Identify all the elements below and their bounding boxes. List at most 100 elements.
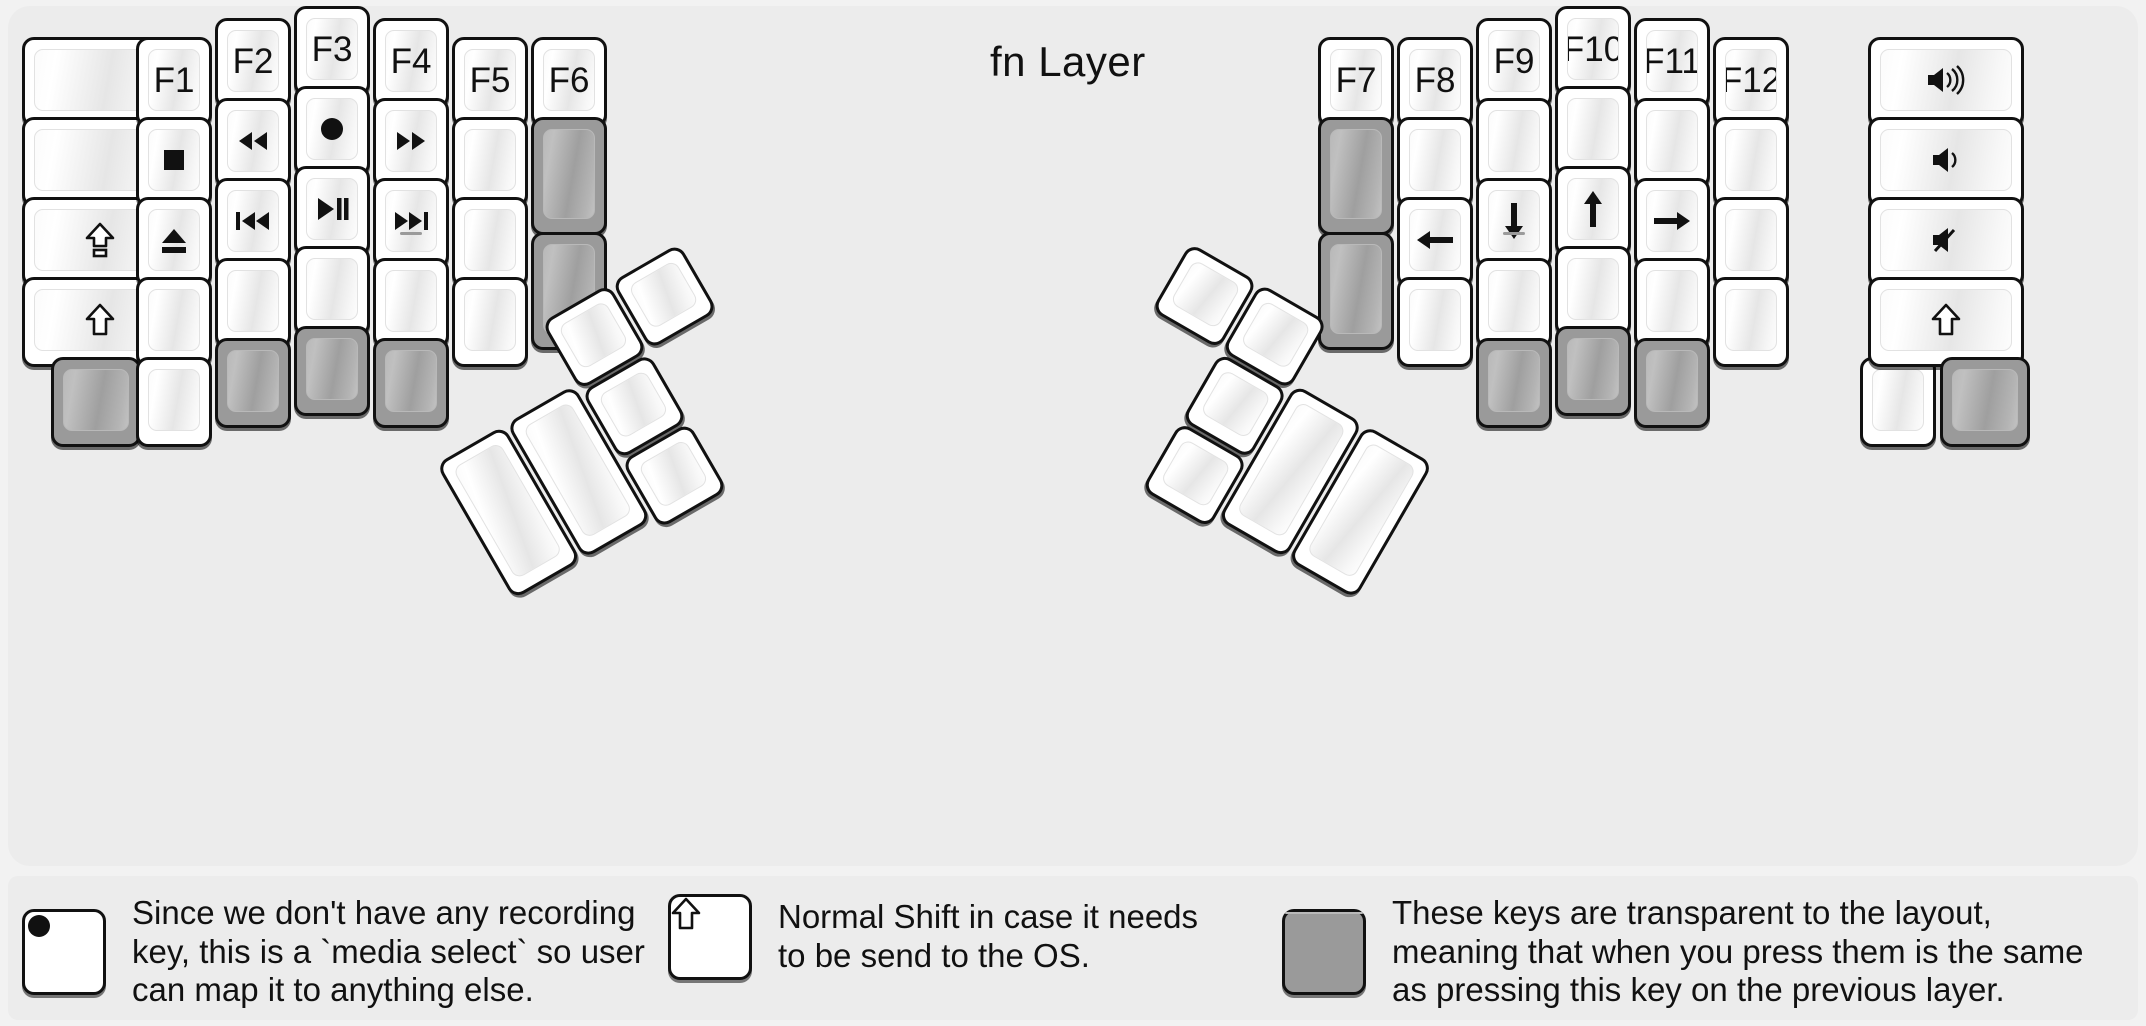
keycap-face: F9 — [1488, 30, 1540, 92]
keycap-face — [1567, 178, 1619, 240]
keycap-face — [227, 350, 279, 412]
key-left-c3-r1[interactable] — [294, 86, 370, 176]
keycap-face — [1409, 129, 1461, 191]
key-right-c1-r0-f8[interactable]: F8 — [1397, 37, 1473, 127]
media-record-icon — [318, 115, 346, 143]
key-left-c6-r1-transparent[interactable] — [531, 117, 607, 235]
key-right-c2-r0-f9[interactable]: F9 — [1476, 18, 1552, 108]
key-right-c3-r1[interactable] — [1555, 86, 1631, 176]
keycap-face — [1646, 350, 1698, 412]
keycap-face — [1488, 190, 1540, 252]
keycap-face — [1567, 258, 1619, 320]
legend-panel — [8, 876, 2138, 1020]
key-label: F6 — [548, 60, 590, 100]
media-play-pause-icon — [315, 196, 349, 222]
key-right-c0-r0-f7[interactable]: F7 — [1318, 37, 1394, 127]
key-right-c1-r2[interactable] — [1397, 197, 1473, 287]
key-right-c6-r1[interactable] — [1868, 117, 2024, 207]
key-right-c2-r1[interactable] — [1476, 98, 1552, 188]
key-right-c6-r2[interactable] — [1868, 197, 2024, 287]
media-rewind-icon — [236, 129, 270, 153]
key-right-c5-r3[interactable] — [1713, 277, 1789, 367]
key-left-c3-r4-transparent[interactable] — [294, 326, 370, 416]
key-left-c1-r4[interactable] — [136, 357, 212, 447]
legend-item-shift: Normal Shift in case it needs to be send… — [668, 894, 1198, 980]
key-right-c6-r0[interactable] — [1868, 37, 2024, 127]
key-left-c4-r1[interactable] — [373, 98, 449, 188]
keycap-face — [1409, 289, 1461, 351]
key-right-c4-r1[interactable] — [1634, 98, 1710, 188]
keycap-face: F5 — [464, 49, 516, 111]
key-right-c5-r1[interactable] — [1713, 117, 1789, 207]
key-right-c5-r2[interactable] — [1713, 197, 1789, 287]
key-left-c5-r2[interactable] — [452, 197, 528, 287]
key-right-c3-r4-transparent[interactable] — [1555, 326, 1631, 416]
key-right-c0-r2-transparent[interactable] — [1318, 232, 1394, 350]
keycap-face — [306, 258, 358, 320]
key-right-c5-r4[interactable] — [1860, 357, 1936, 447]
key-left-c5-r3[interactable] — [452, 277, 528, 367]
shift-icon — [671, 897, 749, 931]
keycap-face — [148, 289, 200, 351]
keycap-face — [1952, 369, 2018, 431]
key-left-c2-r4-transparent[interactable] — [215, 338, 291, 428]
keycap-face — [385, 350, 437, 412]
keycap-face: F11 — [1646, 30, 1698, 92]
homing-bar — [400, 232, 422, 235]
key-left-c4-r3[interactable] — [373, 258, 449, 348]
key-left-c2-r2[interactable] — [215, 178, 291, 268]
keycap-face — [306, 178, 358, 240]
key-right-c4-r0-f11[interactable]: F11 — [1634, 18, 1710, 108]
key-right-c3-r2[interactable] — [1555, 166, 1631, 256]
key-left-c3-r3[interactable] — [294, 246, 370, 336]
key-left-c3-r0-f3[interactable]: F3 — [294, 6, 370, 96]
key-left-c4-r2[interactable] — [373, 178, 449, 268]
legend-text-transparent: These keys are transparent to the layout… — [1392, 894, 2084, 1009]
key-right-c6-r4-transparent[interactable] — [1940, 357, 2030, 447]
key-left-c5-r0-f5[interactable]: F5 — [452, 37, 528, 127]
key-label: F8 — [1414, 60, 1456, 100]
key-left-c3-r2[interactable] — [294, 166, 370, 256]
shift-icon — [1931, 303, 1961, 337]
key-right-c1-r1[interactable] — [1397, 117, 1473, 207]
key-left-c2-r1[interactable] — [215, 98, 291, 188]
key-left-c5-r1[interactable] — [452, 117, 528, 207]
keycap-face — [1880, 129, 2012, 191]
key-left-c4-r0-f4[interactable]: F4 — [373, 18, 449, 108]
key-left-c1-r0-f1[interactable]: F1 — [136, 37, 212, 127]
key-right-c4-r3[interactable] — [1634, 258, 1710, 348]
key-right-c4-r4-transparent[interactable] — [1634, 338, 1710, 428]
keycap-face — [1285, 911, 1363, 914]
key-right-c3-r3[interactable] — [1555, 246, 1631, 336]
keycap-face — [227, 270, 279, 332]
key-left-c2-r0-f2[interactable]: F2 — [215, 18, 291, 108]
key-label: F11 — [1646, 41, 1698, 81]
keycap-face — [25, 912, 103, 940]
key-left-c4-r4-transparent[interactable] — [373, 338, 449, 428]
key-right-c6-r3[interactable] — [1868, 277, 2024, 367]
key-left-c1-r1[interactable] — [136, 117, 212, 207]
key-left-c0-r4-transparent[interactable] — [51, 357, 141, 447]
key-left-c2-r3[interactable] — [215, 258, 291, 348]
key-right-c3-r0-f10[interactable]: F10 — [1555, 6, 1631, 96]
key-label: F9 — [1493, 41, 1535, 81]
keycap-face — [1567, 338, 1619, 400]
key-right-c2-r2[interactable] — [1476, 178, 1552, 268]
media-prev-track-icon — [234, 209, 272, 233]
key-left-c1-r2[interactable] — [136, 197, 212, 287]
key-left-c1-r3[interactable] — [136, 277, 212, 367]
key-right-c1-r3[interactable] — [1397, 277, 1473, 367]
arrow-up-icon — [1580, 189, 1606, 229]
key-right-c5-r0-f12[interactable]: F12 — [1713, 37, 1789, 127]
keycap-face — [1488, 350, 1540, 412]
keycap-face — [148, 369, 200, 431]
key-right-c2-r3[interactable] — [1476, 258, 1552, 348]
key-right-c2-r4-transparent[interactable] — [1476, 338, 1552, 428]
key-right-c0-r1-transparent[interactable] — [1318, 117, 1394, 235]
key-left-c6-r0-f6[interactable]: F6 — [531, 37, 607, 127]
legend-item-transparent: These keys are transparent to the layout… — [1282, 894, 2084, 1010]
keycap-face — [148, 209, 200, 271]
key-right-c4-r2[interactable] — [1634, 178, 1710, 268]
keycap-face — [597, 369, 670, 440]
